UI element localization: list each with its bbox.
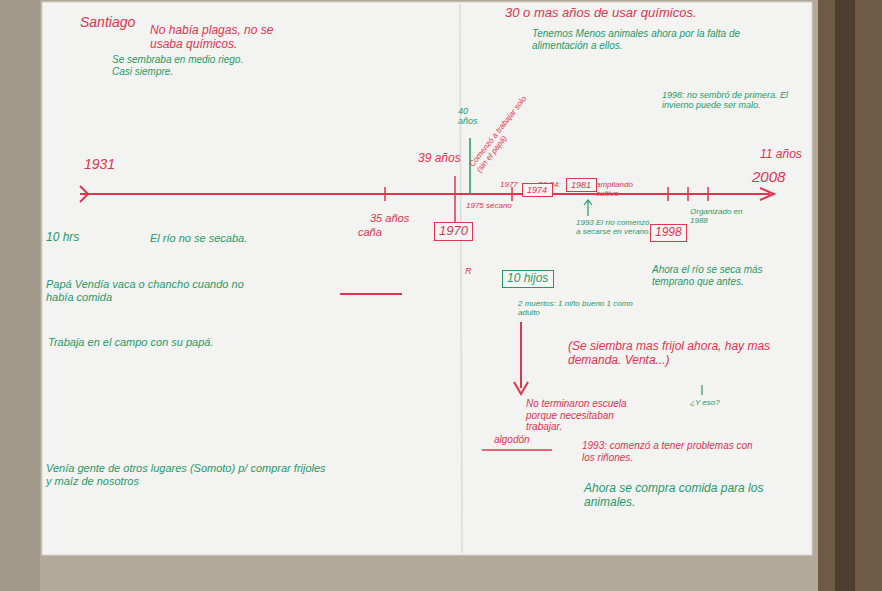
- small-arrow: [584, 200, 592, 216]
- handwritten-note: 30 o mas años de usar químicos.: [505, 6, 697, 21]
- handwritten-note: R: [465, 266, 472, 276]
- handwritten-note: Venía gente de otros lugares (Somoto) p/…: [46, 462, 326, 487]
- down-arrow: [520, 322, 522, 388]
- door-frame-shadow: [835, 0, 855, 591]
- handwritten-note: No terminaron escuela porque necesitaban…: [526, 398, 636, 433]
- underline: [482, 449, 552, 451]
- handwritten-note: ampliando cultivo: [596, 180, 648, 198]
- handwritten-note: 1977: [500, 180, 518, 189]
- timeline-axis: [80, 193, 770, 195]
- handwritten-note: Tenemos Menos animales ahora por la falt…: [532, 28, 787, 51]
- timeline-arrow: [760, 188, 774, 200]
- handwritten-note: 1993: comenzó a tener problemas con los …: [582, 440, 767, 463]
- handwritten-note: 10 hrs: [46, 231, 79, 245]
- paper-sheet: [42, 2, 812, 555]
- handwritten-note: ¿Y eso?: [690, 398, 720, 407]
- handwritten-note: Trabaja en el campo con su papá.: [48, 336, 218, 349]
- node-text: 10 hijos: [507, 271, 548, 285]
- handwritten-note: caña: [358, 226, 382, 239]
- node-text: 1998: [655, 225, 682, 239]
- handwritten-note: (Se siembra mas frijol ahora, hay mas de…: [568, 340, 783, 368]
- handwritten-note: 1975 secano: [466, 201, 512, 210]
- handwritten-note: 40 años: [458, 106, 490, 127]
- down-arrowhead: [514, 382, 528, 394]
- boxed-note: 1998: [650, 224, 687, 242]
- timeline-ticks: [385, 176, 708, 222]
- handwritten-note: Organizado en 1988: [690, 207, 750, 225]
- red-dash: [340, 293, 402, 295]
- paper-fold: [460, 4, 462, 553]
- handwritten-note: Santiago: [80, 14, 135, 30]
- handwritten-note: algodón: [494, 434, 530, 446]
- boxed-note: 10 hijos: [502, 270, 554, 288]
- boxed-note: 1974: [522, 183, 553, 197]
- door-left-edge: [0, 0, 40, 591]
- handwritten-note: El río no se secaba.: [150, 232, 247, 245]
- node-text: 1981: [571, 180, 591, 190]
- small-arrow: [701, 385, 702, 395]
- node-text: 1970: [439, 223, 468, 238]
- handwritten-note: 1931: [84, 156, 115, 172]
- handwritten-note: 1993 El río comenzó a secarse en verano.: [576, 218, 656, 236]
- handwritten-note: 11 años: [760, 148, 802, 162]
- handwritten-note: 2 muertos: 1 niño bueno 1 como adulto: [518, 299, 653, 317]
- handwritten-note: Papá Vendía vaca o chancho cuando no hab…: [46, 278, 256, 303]
- handwritten-note: Comenzó a trabajar solo (sin el papá): [468, 88, 541, 174]
- handwritten-note: Ahora el río se seca más temprano que an…: [652, 264, 772, 287]
- boxed-note: 1981: [566, 178, 597, 192]
- handwritten-note: Se sembraba en medio riego. Casi siempre…: [112, 54, 262, 77]
- door-frame: [818, 0, 882, 591]
- node-text: 1974: [527, 185, 547, 195]
- handwritten-note: 35 años: [370, 212, 409, 225]
- handwritten-note: 2008: [752, 168, 785, 185]
- handwritten-note: Ahora se compra comida para los animales…: [584, 482, 784, 510]
- handwritten-note: 1998: no sembró de primera. El invierno …: [662, 90, 802, 111]
- boxed-note: 1970: [434, 222, 473, 241]
- timeline-start: [80, 186, 88, 202]
- handwritten-note: 39 años: [418, 152, 461, 166]
- handwritten-note: No había plagas, no se usaba químicos.: [150, 24, 280, 52]
